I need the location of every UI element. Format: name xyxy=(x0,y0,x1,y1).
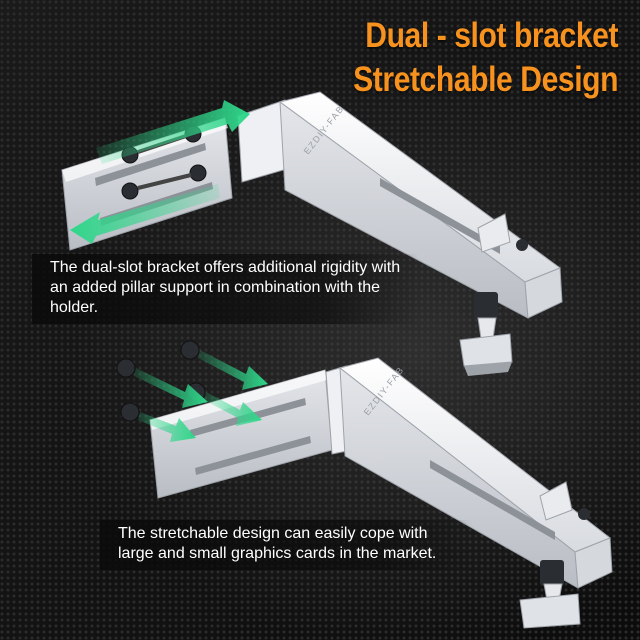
pillar-support xyxy=(459,292,513,376)
headline-line-1: Dual - slot bracket xyxy=(365,16,618,55)
headline: Dual - slot bracket Stretchable Design xyxy=(353,14,618,102)
plate-slot xyxy=(195,436,311,475)
stretchable-bracket: EZDIY-FAB xyxy=(116,340,613,629)
dual-slot-caption: The dual-slot bracket offers additional … xyxy=(32,254,419,324)
stretch-arrow-left xyxy=(70,184,220,244)
pillar-support xyxy=(519,560,581,629)
headline-line-2: Stretchable Design xyxy=(353,60,618,99)
insert-arrow xyxy=(134,350,268,442)
dual-slot-bracket: EZDIY-FAB xyxy=(61,91,563,376)
plate-slot xyxy=(95,143,206,186)
stretchable-caption: The stretchable design can easily cope w… xyxy=(100,520,472,570)
stretch-arrow-right xyxy=(96,100,250,164)
